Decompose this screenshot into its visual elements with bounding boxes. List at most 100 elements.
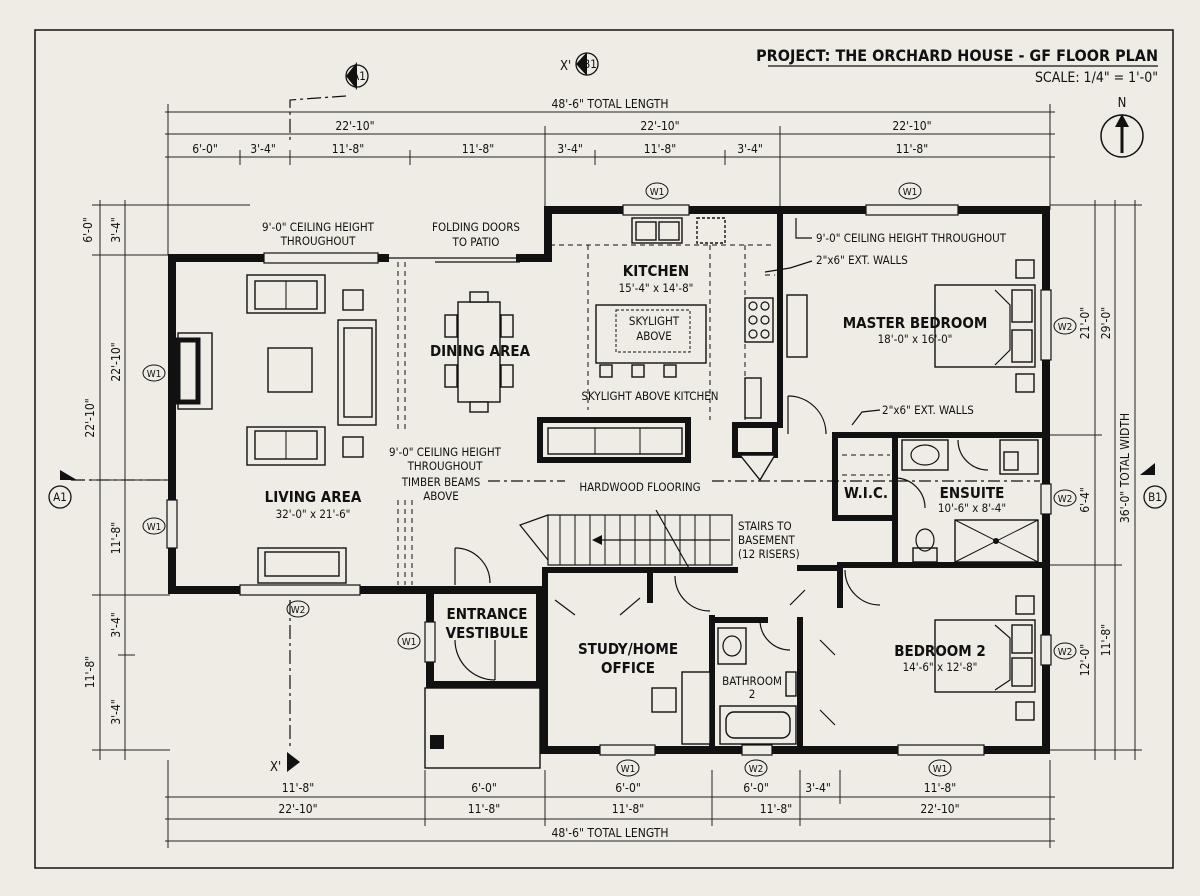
svg-text:6'-0": 6'-0" [471,781,497,795]
section-marker-b1-right: B1 [1140,463,1167,509]
bathroom-name-1: BATHROOM [722,674,782,688]
entrance-step [424,687,541,769]
dining-furniture [444,291,514,413]
svg-text:3'-4": 3'-4" [109,217,123,243]
svg-text:11'-8": 11'-8" [924,781,956,795]
svg-text:6'-0": 6'-0" [192,142,218,156]
svg-text:11'-8": 11'-8" [282,781,314,795]
svg-text:X': X' [270,760,281,775]
svg-text:36'-0" TOTAL WIDTH: 36'-0" TOTAL WIDTH [1118,413,1132,523]
leader-lines [764,218,881,426]
svg-text:11'-8": 11'-8" [468,802,500,816]
plan-scale: SCALE: 1/4" = 1'-0" [1035,70,1158,86]
bedroom2-size: 14'-6" x 12'-8" [903,660,978,674]
stairs [519,509,733,571]
svg-text:W2: W2 [749,764,764,775]
svg-text:3'-4": 3'-4" [805,781,831,795]
svg-text:11'-8": 11'-8" [896,142,928,156]
svg-text:BASEMENT: BASEMENT [738,533,795,547]
svg-text:21'-0": 21'-0" [1078,307,1092,339]
svg-text:B1: B1 [1148,490,1162,504]
kitchen-size: 15'-4" x 14'-8" [619,281,694,295]
svg-text:11'-8": 11'-8" [760,802,792,816]
svg-text:11'-8": 11'-8" [1099,624,1113,656]
svg-text:A1: A1 [352,69,366,83]
svg-text:11'-8": 11'-8" [332,142,364,156]
svg-text:ABOVE: ABOVE [636,329,672,343]
section-marker-a1-top: A1 [289,62,369,140]
svg-text:3'-4": 3'-4" [737,142,763,156]
svg-text:W1: W1 [147,522,162,533]
master-name: MASTER BEDROOM [843,314,988,332]
svg-text:2"x6" EXT. WALLS: 2"x6" EXT. WALLS [816,253,908,267]
svg-text:W1: W1 [621,764,636,775]
svg-text:SKYLIGHT ABOVE KITCHEN: SKYLIGHT ABOVE KITCHEN [581,389,718,403]
svg-text:3'-4": 3'-4" [109,699,123,725]
svg-text:6'-4": 6'-4" [1078,487,1092,513]
svg-text:11'-8": 11'-8" [644,142,676,156]
interior-walls [537,211,1043,748]
north-arrow-icon: N [1100,96,1144,158]
entrance-name-1: ENTRANCE [447,605,528,623]
living-name: LIVING AREA [265,488,362,506]
bedroom2-bed [934,595,1036,721]
study-name-2: OFFICE [601,659,655,677]
svg-text:9'-0" CEILING HEIGHT THROUGHOU: 9'-0" CEILING HEIGHT THROUGHOUT [816,231,1007,245]
svg-text:FOLDING DOORS: FOLDING DOORS [432,220,520,234]
living-size: 32'-0" x 21'-6" [276,507,351,521]
svg-text:29'-0": 29'-0" [1099,307,1113,339]
svg-text:22'-10": 22'-10" [920,802,959,816]
svg-text:22'-10": 22'-10" [109,342,123,381]
section-marker-x-bottom: X' [270,600,300,775]
svg-text:3'-4": 3'-4" [109,612,123,638]
window-tags: W1 W1 W1 W1 W2 W1 W2 W2 W2 W1 W2 W1 [142,182,1077,777]
svg-text:12'-0": 12'-0" [1078,644,1092,676]
svg-text:W1: W1 [402,637,417,648]
svg-text:6'-0": 6'-0" [743,781,769,795]
svg-text:48'-6" TOTAL LENGTH: 48'-6" TOTAL LENGTH [552,97,669,111]
svg-text:X': X' [560,59,571,74]
section-marker-b1-top: X' B1 [560,52,599,76]
svg-text:3'-4": 3'-4" [250,142,276,156]
svg-text:HARDWOOD FLOORING: HARDWOOD FLOORING [579,480,700,494]
svg-text:9'-0" CEILING HEIGHT: 9'-0" CEILING HEIGHT [262,220,375,234]
svg-text:6'-0": 6'-0" [615,781,641,795]
svg-text:TO PATIO: TO PATIO [452,235,500,249]
svg-text:22'-10": 22'-10" [640,119,679,133]
svg-text:11'-8": 11'-8" [83,656,97,688]
svg-text:SKYLIGHT: SKYLIGHT [629,314,680,328]
bottom-dimensions: 11'-8" 6'-0" 6'-0" 6'-0" 3'-4" 11'-8" 22… [165,760,1055,848]
section-marker-a1-left: A1 [48,470,170,509]
master-size: 18'-0" x 16'-0" [878,332,953,346]
bedroom2-name: BEDROOM 2 [894,642,986,660]
svg-text:2"x6" EXT. WALLS: 2"x6" EXT. WALLS [882,403,974,417]
bathroom-name-2: 2 [749,687,756,701]
svg-text:N: N [1118,96,1127,111]
left-dimensions: 6'-0" 3'-4" 22'-10" 22'-10" 11'-8" 3'-4"… [81,200,250,760]
plan-title: PROJECT: THE ORCHARD HOUSE - GF FLOOR PL… [756,46,1158,65]
svg-text:11'-8": 11'-8" [109,522,123,554]
svg-text:3'-4": 3'-4" [557,142,583,156]
svg-text:THROUGHOUT: THROUGHOUT [407,459,484,473]
svg-text:22'-10": 22'-10" [83,398,97,437]
master-bed [934,259,1036,393]
ensuite-fixtures [842,439,1039,563]
svg-text:(12 RISERS): (12 RISERS) [738,547,800,561]
svg-text:THROUGHOUT: THROUGHOUT [280,234,357,248]
plan-notes: 9'-0" CEILING HEIGHT THROUGHOUT FOLDING … [262,220,1007,561]
entrance-name-2: VESTIBULE [446,624,529,642]
svg-text:ABOVE: ABOVE [423,489,459,503]
svg-text:11'-8": 11'-8" [612,802,644,816]
svg-text:W2: W2 [1058,322,1073,333]
living-furniture [175,274,377,584]
svg-text:W1: W1 [933,764,948,775]
right-dimensions: 29'-0" 21'-0" 36'-0" TOTAL WIDTH 6'-4" 1… [1050,200,1142,760]
ensuite-name: ENSUITE [940,484,1005,502]
svg-text:22'-10": 22'-10" [335,119,374,133]
svg-text:W1: W1 [650,187,665,198]
svg-text:B1: B1 [583,57,597,71]
folding-door-lines [385,257,520,585]
kitchen-fixtures [547,217,808,482]
sheet-border [34,29,1174,869]
